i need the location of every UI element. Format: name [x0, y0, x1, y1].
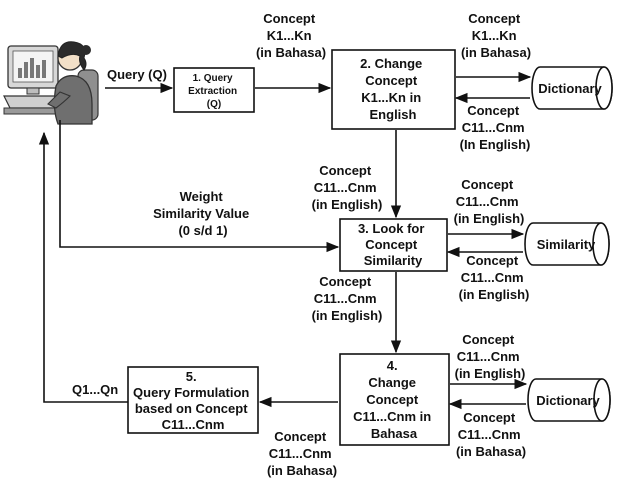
datastore-dictionary-top: Dictionary — [532, 67, 612, 109]
label-query: Query (Q) — [107, 67, 167, 82]
user-computer-icon — [4, 42, 98, 124]
label-concept-c-english-to-similarity-db: Concept C11...Cnm (in English) — [454, 177, 525, 226]
svg-text:Dictionary: Dictionary — [536, 393, 600, 408]
svg-text:Similarity: Similarity — [537, 237, 596, 252]
datastore-similarity: Similarity — [525, 223, 609, 265]
node-query-formulation: 5. Query Formulation based on Concept C1… — [128, 367, 258, 433]
label-concept-c-bahasa-from-dictionary-bottom: Concept C11...Cnm (in Bahasa) — [456, 410, 526, 459]
node-look-for-similarity: 3. Look for Concept Similarity — [340, 219, 447, 271]
node-change-concept-english: 2. Change Concept K1...Kn in English — [332, 50, 455, 129]
node-query-extraction: 1. Query Extraction (Q) — [174, 68, 254, 112]
label-concept-c-english-from-dictionary: Concept C11...Cnm (In English) — [460, 103, 531, 152]
label-concept-c-bahasa-to-box5: Concept C11...Cnm (in Bahasa) — [267, 429, 337, 478]
label-concept-c-english-to-box3: Concept C11...Cnm (in English) — [312, 163, 383, 212]
label-concept-c-english-to-dictionary-bottom: Concept C11...Cnm (in English) — [455, 332, 526, 381]
svg-text:3. Look for Concept: 3. Look for Concept Similarity — [358, 221, 428, 268]
datastore-dictionary-bottom: Dictionary — [528, 379, 610, 421]
label-weight-similarity: Weight Similarity Value (0 s/d 1) — [153, 189, 253, 238]
label-concept-k-bahasa-to-dictionary: Concept K1...Kn (in Bahasa) — [461, 11, 531, 60]
node-change-concept-bahasa: 4. Change Concept C11...Cnm in Bahasa — [340, 354, 449, 445]
label-q1-qn: Q1...Qn — [72, 382, 118, 397]
label-concept-c-english-to-box4: Concept C11...Cnm (in English) — [312, 274, 383, 323]
edge-formulation-to-user — [44, 133, 128, 402]
label-concept-k-bahasa-to-box2: Concept K1...Kn (in Bahasa) — [256, 11, 326, 60]
svg-text:Dictionary: Dictionary — [538, 81, 602, 96]
label-concept-c-english-from-similarity-db: Concept C11...Cnm (in English) — [459, 253, 530, 302]
